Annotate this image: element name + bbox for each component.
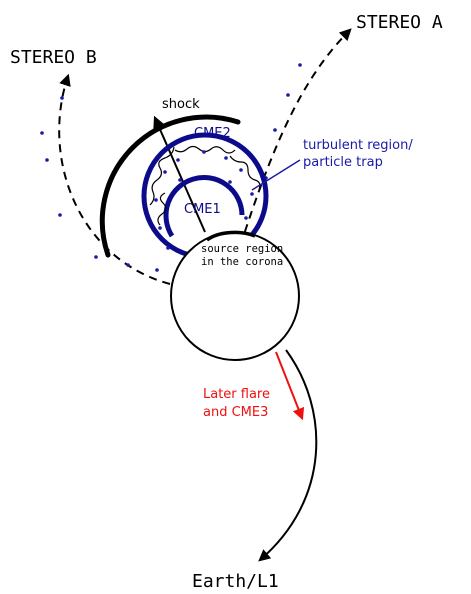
shock-arrow	[153, 115, 206, 233]
turbulent-label-line1: turbulent region/	[303, 138, 413, 153]
turbulent-pointer	[251, 159, 301, 191]
turbulent-label-line2: particle trap	[303, 155, 383, 170]
stereo-a-label: STEREO A	[356, 12, 443, 33]
stereo-b-field-line	[58, 73, 171, 285]
shock-front-arc	[99, 114, 241, 258]
cme2-label: CME2	[194, 126, 231, 141]
flare-arrow	[275, 351, 305, 421]
stereo-a-field-line	[231, 28, 352, 273]
turbulent-particles	[154, 150, 254, 250]
source-label-line2: in the corona	[201, 256, 283, 268]
source-region-arc	[205, 230, 256, 242]
source-label-line1: source region	[201, 243, 283, 255]
cme1-shell	[163, 175, 245, 238]
shock-label: shock	[162, 97, 200, 112]
flare-label-line1: Later flare	[203, 387, 270, 402]
flare-label-line2: and CME3	[203, 405, 268, 420]
earth-field-line	[258, 349, 318, 562]
particle-dots	[40, 63, 302, 272]
earth-label: Earth/L1	[192, 571, 279, 592]
stereo-b-label: STEREO B	[10, 47, 97, 68]
cme1-label: CME1	[184, 202, 221, 217]
